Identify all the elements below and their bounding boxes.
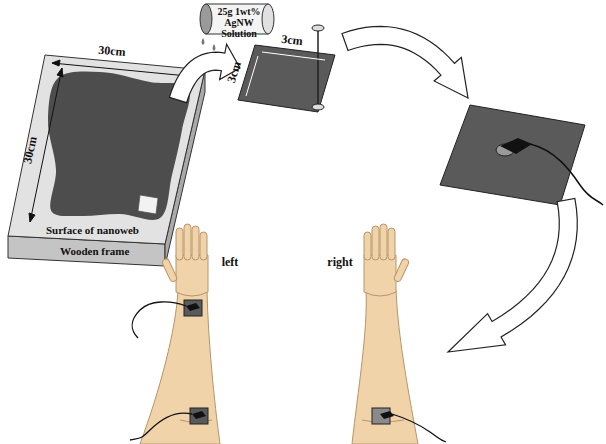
- cut-square: [138, 195, 158, 214]
- process-arrow: [342, 26, 468, 98]
- frame-label: Wooden frame: [60, 245, 129, 257]
- dimension-label: 30cm: [98, 44, 126, 58]
- electrode-square: [440, 105, 603, 205]
- solution-text: 25g 1wt% AgNW Solution: [212, 6, 266, 39]
- arm-label: left: [222, 256, 239, 268]
- arm-electrodes: [130, 300, 446, 442]
- process-arrow: [448, 198, 577, 352]
- board-region: Surface of nanowebWooden frame: [40, 224, 158, 257]
- nanoweb-surface: [48, 72, 190, 220]
- surface-label: Surface of nanoweb: [46, 224, 139, 236]
- solution-cylinder-label: 25g 1wt% AgNW Solution: [212, 6, 266, 39]
- left-arm: [140, 224, 220, 444]
- dimension-lines: [29, 60, 198, 222]
- dimension-label: 3cm: [281, 33, 304, 48]
- right-arm: [352, 224, 418, 444]
- arm-label: right: [327, 256, 352, 268]
